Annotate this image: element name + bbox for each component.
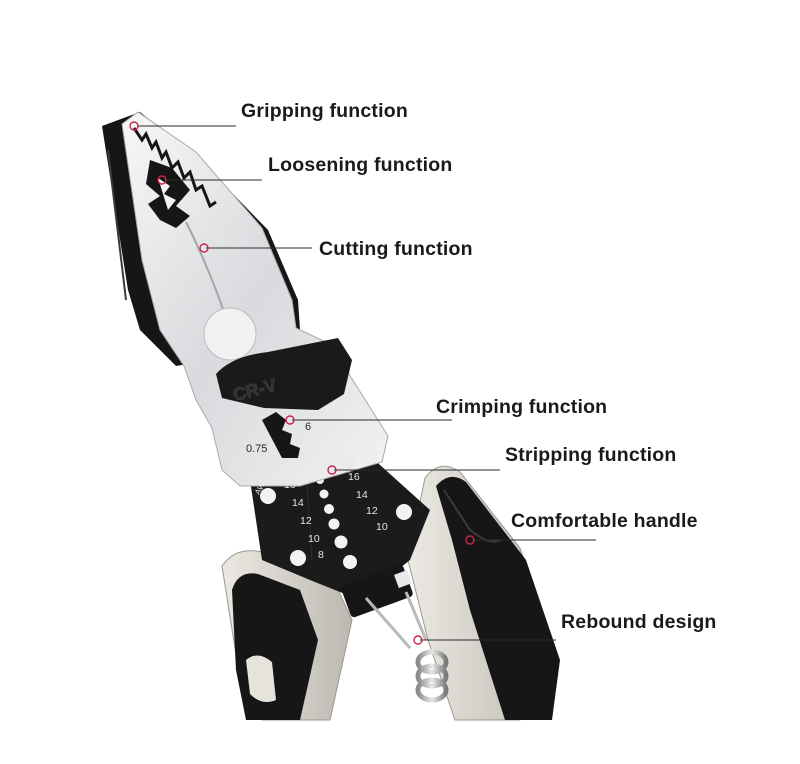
mm-size-0: 18 [338, 453, 350, 465]
callout-stripping: Stripping function [505, 444, 677, 466]
callout-loosening: Loosening function [268, 154, 453, 176]
crimp-large-label: 6 [305, 421, 311, 433]
callout-cutting: Cutting function [319, 238, 473, 260]
awg-size-0: 16 [284, 479, 296, 491]
callout-crimping: Crimping function [436, 396, 608, 418]
left-handle [221, 550, 353, 721]
crv-badge: CR-V [216, 338, 352, 410]
marker-crimping [285, 415, 295, 425]
callout-markers [129, 121, 475, 645]
callout-gripping: Gripping function [241, 100, 408, 122]
crimp-small-label: 0.75 [246, 443, 267, 455]
callout-handle: Comfortable handle [511, 510, 698, 532]
marker-handle [465, 535, 475, 545]
mm-size-4: 10 [376, 521, 388, 533]
marker-cutting [199, 243, 209, 253]
engraved-scale: 0.75 6 AWG MM² 16 14 12 10 8 18 16 14 12… [246, 421, 388, 561]
awg-size-1: 14 [292, 497, 304, 509]
mm-size-2: 14 [356, 489, 368, 501]
marker-stripping [327, 465, 337, 475]
marker-rebound [413, 635, 423, 645]
callout-rebound: Rebound design [561, 611, 717, 633]
marker-loosening [157, 175, 167, 185]
awg-size-2: 12 [300, 515, 312, 527]
mm-size-3: 12 [366, 505, 378, 517]
marker-gripping [129, 121, 139, 131]
awg-size-3: 10 [308, 533, 320, 545]
mm-size-1: 16 [348, 471, 360, 483]
rebound-spring [341, 564, 449, 703]
awg-size-4: 8 [318, 549, 324, 561]
leader-lines [138, 125, 596, 641]
